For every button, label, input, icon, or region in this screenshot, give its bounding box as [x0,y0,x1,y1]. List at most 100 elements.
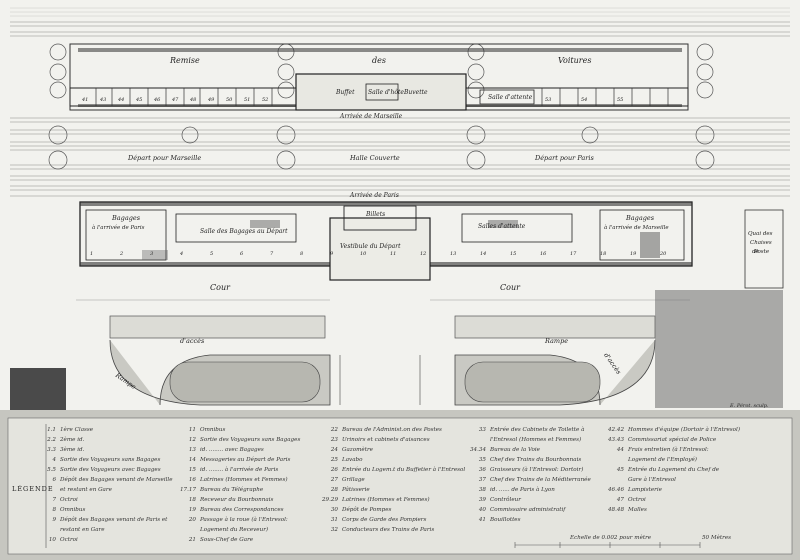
quai-line4: Poste [754,249,770,255]
legend-entry: Conducteurs des Trains de Paris [342,527,435,533]
legend-number: 6 [52,477,56,483]
main-building [79,201,693,281]
legend-entry: id. ........ avec Bagages [200,447,264,453]
legend-entry: Pâtisserie [342,487,370,493]
quai-line2: Chaises [750,240,772,246]
legend-number: 8 [52,507,56,513]
legend-entry: Bureau de l'Administ.on des Postes [342,427,442,433]
legend-title: LÉGENDE [12,485,54,493]
scale-end-label: 50 Mètres [702,535,732,541]
legend-number: 25 [330,457,338,463]
room-number: 7 [270,251,274,257]
legend-number: 1.1 [47,427,56,433]
arrivee-paris-label: Arrivée de Paris [350,192,399,199]
room-number: 9 [330,251,334,257]
legend-number: 38 [478,487,486,493]
legend-number: 31 [330,517,338,523]
room-number: 44 [118,97,125,103]
legend-entry: 3ème id. [60,447,85,453]
legend-number: 39 [478,497,486,503]
cour-right-label: Cour [500,283,520,292]
legend-entry: Sortie des Voyageurs sans Bagages [200,437,301,443]
legend-entry: Sous-Chef de Gare [200,537,254,543]
forecourt [10,209,784,410]
scale-label: Echelle de 0.002 pour mètre [570,535,652,541]
halle-couverte-label: Halle Couverte [350,154,400,162]
legend-number: 37 [478,477,486,483]
legend-entry: Urinoirs et cabinets d'aisances [342,437,430,443]
cour-left-label: Cour [210,283,230,292]
room-number: 43 [100,97,107,103]
legend-number: 16 [188,477,196,483]
buvette-label: Buvette [404,89,428,96]
legend-number: 24 [330,447,338,453]
salles-attente-label: Salles d'attente [478,223,526,230]
legend-entry: Omnibus [60,507,86,513]
legend-number: 35 [478,457,486,463]
salle-bagages-label: Salle des Bagages au Départ [200,228,288,235]
legend-number: 33 [478,427,486,433]
legend-number: 2.2 [47,437,56,443]
roof-hatching [10,7,790,17]
legend-box [7,417,793,555]
legend-number: 46.46 [608,487,625,493]
legend-number: 12 [188,437,196,443]
legend-number: 9 [52,517,56,523]
vestibule-label: Vestibule du Départ [340,243,401,250]
legend-entry: Grillage [342,477,365,483]
legend-number: 20 [188,517,196,523]
salle-hote-label: Salle d'hôte [368,89,404,96]
legend-number: 41 [478,517,486,523]
legend-number: 23 [330,437,338,443]
legend-entry: Octroi [60,537,78,543]
legend-number: 26 [330,467,338,473]
legend-number: 30 [330,507,338,513]
legend-number: 10 [48,537,56,543]
room-number: 46 [154,97,161,103]
legend-number: 29.29 [322,497,339,503]
legend-number: 34.34 [470,447,487,453]
legend-entry: id. ........ à l'arrivée de Paris [200,467,279,473]
des-label: des [372,56,386,65]
legend-number: 18 [188,497,196,503]
depart-marseille-label: Départ pour Marseille [128,154,202,162]
room-number: 17 [570,251,577,257]
room-number: 18 [600,251,607,257]
acces-left-label: d'accès [180,337,205,345]
legend-entry: Gare à l'Entresol [628,477,676,483]
buffet-label: Buffet [336,89,355,96]
room-number: 10 [360,251,367,257]
top-building [69,43,689,111]
legend-number: 40 [478,507,486,513]
legend-entry: Entrée des Cabinets de Toilette à [490,427,585,433]
room-number: 2 [120,251,124,257]
room-number: 14 [480,251,487,257]
remise-label: Remise [170,56,200,65]
voitures-label: Voitures [558,56,592,65]
room-number: 11 [390,251,397,257]
legend-entry: Omnibus [200,427,226,433]
legend-entry: Malles [628,507,647,513]
depart-paris-label: Départ pour Paris [535,154,594,162]
room-number: 1 [90,251,94,257]
legend-number: 17.17 [180,487,197,493]
legend-entry: Logement de l'Employé) [628,457,697,463]
room-number: 47 [172,97,179,103]
legend-entry: Sortie des Voyageurs sans Bagages [60,457,161,463]
room-number: 51 [244,97,251,103]
room-number: 5 [210,251,214,257]
legend-number: 27 [330,477,338,483]
legend-entry: et restant en Gare [60,487,112,493]
railway-tracks [10,21,790,197]
legend-entry: Commissariat spécial de Police [628,437,717,443]
bagages-left-label: Bagages [112,214,141,222]
engraver-credit: E. Pérot. sculp. [730,403,769,409]
room-number: 4 [180,251,184,257]
legend-number: 14 [188,457,196,463]
legend-entry: Bureau des Correspondances [200,507,284,513]
legend-number: 11 [188,427,196,433]
legend-entry: Hommes d'équipe (Dortoir à l'Entresol) [628,427,741,433]
legend-entry: Lampisterie [628,487,662,493]
legend-number: 4 [52,457,56,463]
